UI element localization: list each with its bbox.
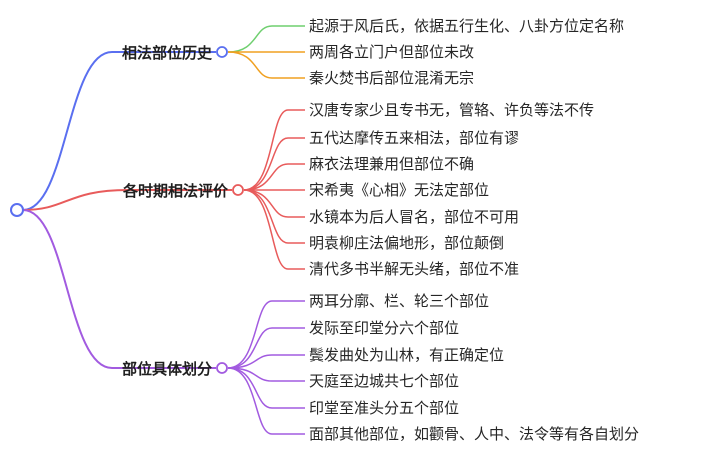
leaf-connector: [227, 367, 305, 435]
leaf-connector: [243, 109, 305, 191]
leaf-label: 五代达摩传五来相法，部位有谬: [309, 129, 519, 147]
branch-2: 各时期相法评价 汉唐专家少且专书无，管辂、许负等法不传五代达摩传五来相法，部位有谬…: [22, 101, 594, 278]
branch-3: 部位具体划分 两耳分廓、栏、轮三个部位发际至印堂分六个部位鬓发曲处为山林，有正确定…: [22, 209, 639, 443]
leaf-label: 两周各立门户但部位未改: [309, 43, 474, 61]
branch-node[interactable]: [232, 184, 244, 196]
leaf-connector: [227, 354, 305, 369]
leaf-connector: [227, 300, 305, 369]
leaf-connector: [227, 51, 305, 79]
leaf-label: 清代多书半解无头绪，部位不准: [309, 260, 519, 278]
leaf-label: 发际至印堂分六个部位: [309, 319, 459, 337]
leaf-connector: [243, 189, 305, 270]
leaf-label: 秦火焚书后部位混淆无宗: [309, 69, 474, 87]
leaf-label: 汉唐专家少且专书无，管辂、许负等法不传: [309, 101, 594, 119]
leaf-label: 印堂至准头分五个部位: [309, 399, 459, 417]
branch-connector: [22, 51, 216, 211]
leaf-label: 宋希夷《心相》无法定部位: [309, 181, 489, 199]
leaf-label: 天庭至边城共七个部位: [309, 372, 459, 390]
branch-node[interactable]: [216, 362, 228, 374]
branch-label: 各时期相法评价: [122, 182, 229, 200]
branch-label: 相法部位历史: [122, 44, 213, 62]
leaf-label: 起源于风后氏，依据五行生化、八卦方位定名称: [309, 17, 624, 35]
branch-node[interactable]: [216, 46, 228, 58]
branch-1: 相法部位历史 起源于风后氏，依据五行生化、八卦方位定名称两周各立门户但部位未改秦火…: [22, 17, 624, 211]
leaf-connector: [243, 163, 305, 191]
leaf-label: 两耳分廓、栏、轮三个部位: [309, 292, 489, 310]
leaf-label: 明袁柳庄法偏地形，部位颠倒: [309, 234, 504, 252]
leaf-connector: [227, 367, 305, 409]
leaf-label: 麻衣法理兼用但部位不确: [309, 155, 474, 173]
leaf-connector: [243, 189, 305, 218]
leaf-connector: [227, 25, 305, 53]
branch-label: 部位具体划分: [122, 360, 212, 378]
branch-connector: [22, 189, 232, 211]
leaf-connector: [243, 137, 305, 191]
leaf-connector: [227, 327, 305, 369]
root-node[interactable]: [10, 203, 24, 217]
leaf-label: 面部其他部位，如颧骨、人中、法令等有各自划分: [309, 425, 639, 443]
leaf-label: 鬓发曲处为山林，有正确定位: [309, 346, 504, 364]
branch-connector: [22, 209, 216, 369]
leaf-label: 水镜本为后人冒名，部位不可用: [309, 208, 519, 226]
